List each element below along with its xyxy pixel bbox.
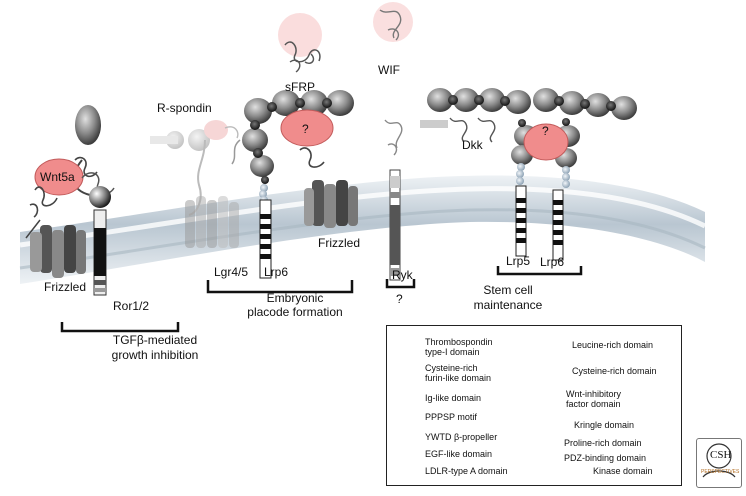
bracket-ryk <box>385 279 416 289</box>
lrp6-frizzled-sfrp-complex <box>242 13 358 279</box>
label-ror: Ror1/2 <box>113 299 150 313</box>
legend-proline: Proline-rich domain <box>564 438 642 448</box>
legend-thrombospondin-2: type-I domain <box>425 347 480 357</box>
legend-ywtd: YWTD β-propeller <box>425 432 498 442</box>
wif-ryk-complex <box>373 2 413 281</box>
rspondin-faint-pink <box>204 120 228 140</box>
rspondin-lgr-complex <box>150 120 241 248</box>
legend-box <box>386 325 682 486</box>
sfrp-faint-ligand <box>278 13 322 57</box>
frizzled-mid-tm <box>304 180 358 228</box>
legend-wif-2: factor domain <box>566 399 621 409</box>
legend-egf: EGF-like domain <box>425 449 493 459</box>
logo-subtext: PERSPECTIVES <box>701 469 740 475</box>
label-q-dkk: ? <box>542 124 549 138</box>
kringle-domain <box>89 186 111 208</box>
bracket-embryonic <box>206 280 354 294</box>
logo-text: CSH <box>710 449 732 461</box>
label-q-sfrp: ? <box>302 122 309 136</box>
lgr-tm <box>185 196 239 248</box>
label-ryk: Ryk <box>392 268 413 282</box>
legend-cysteine-rich: Cysteine-rich domain <box>572 366 657 376</box>
csh-perspectives-logo: CSH PERSPECTIVES <box>696 438 742 488</box>
label-frizzled-mid: Frizzled <box>318 236 361 250</box>
legend-thrombospondin-1: Thrombospondin <box>425 337 493 347</box>
dkk-lrp-complex <box>420 88 637 261</box>
label-lrp6-right: Lrp6 <box>540 255 565 269</box>
ig-like-domain-ror <box>75 105 101 145</box>
label-stem-line1: Stem cell <box>483 283 533 297</box>
label-wif: WIF <box>378 63 400 77</box>
cell-membrane <box>19 175 707 284</box>
label-lrp5: Lrp5 <box>506 254 531 268</box>
legend-wif-1: Wnt-inhibitory <box>566 389 622 399</box>
label-rspondin: R-spondin <box>157 101 212 115</box>
label-wnt5a: Wnt5a <box>40 170 75 184</box>
legend-ig-like: Ig-like domain <box>425 393 482 403</box>
label-embryonic-line2: placode formation <box>247 305 343 319</box>
label-embryonic-line1: Embryonic <box>266 291 324 305</box>
label-stem-line2: maintenance <box>473 298 543 312</box>
sfrp-binding-question <box>280 109 334 147</box>
legend-kinase: Kinase domain <box>593 466 653 476</box>
legend-cysteine-furin-2: furin-like domain <box>425 373 492 383</box>
label-sfrp: sFRP <box>285 80 315 94</box>
label-tgfb-line1: TGFβ-mediated <box>112 333 198 347</box>
legend-kringle: Kringle domain <box>574 420 635 430</box>
logo-mark <box>702 443 736 478</box>
label-dkk: Dkk <box>462 138 483 152</box>
legend-pppsp: PPPSP motif <box>425 412 477 422</box>
wnt5a-ror-complex <box>25 105 115 296</box>
legend-pdz: PDZ-binding domain <box>564 453 647 463</box>
label-lgr: Lgr4/5 <box>214 265 249 279</box>
bracket-tgfb <box>60 322 180 333</box>
label-q-ryk: ? <box>396 292 403 306</box>
label-tgfb-line2: growth inhibition <box>111 348 199 362</box>
label-frizzled-left: Frizzled <box>44 280 87 294</box>
dkk-binding-question <box>523 123 569 161</box>
frizzled-left-tm <box>30 225 86 278</box>
legend-ldlr: LDLR-type A domain <box>425 466 508 476</box>
legend-leucine: Leucine-rich domain <box>572 340 654 350</box>
bracket-stem-cell <box>496 266 583 276</box>
label-lrp6-mid: Lrp6 <box>264 265 289 279</box>
legend-cysteine-furin-1: Cysteine-rich <box>425 363 478 373</box>
